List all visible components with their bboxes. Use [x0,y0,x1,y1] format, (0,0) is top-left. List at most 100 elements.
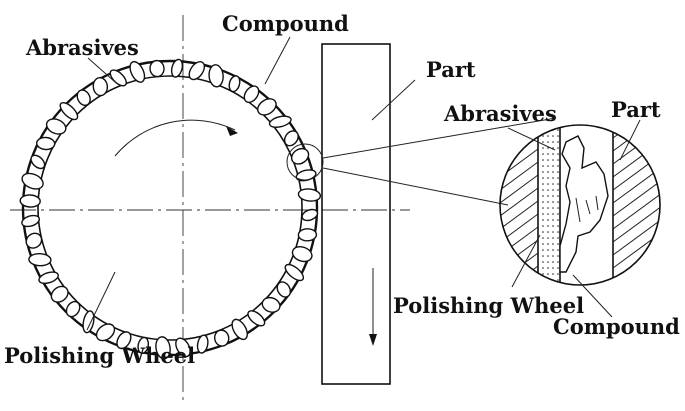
part [321,43,391,385]
abrasive-grain [30,154,46,170]
compound-dot [547,225,549,227]
hatch-line [500,125,539,152]
hatch-line [612,218,660,256]
abrasive-grain [261,296,281,313]
compound-dot [547,129,549,131]
compound-dot [542,183,544,185]
abrasive-grain [196,334,209,354]
compound-dot [542,177,544,179]
abrasive-grain [50,285,69,303]
compound-dot [542,129,544,131]
abrasive-grain [297,228,318,242]
compound-dot [557,267,559,269]
compound-dot [557,237,559,239]
abrasive-grain [297,188,322,202]
compound-dot [557,165,559,167]
compound-dot [542,135,544,137]
compound-dot [557,255,559,257]
abrasive-grain [65,300,81,318]
compound-dot [557,177,559,179]
hatch-line [500,239,539,269]
compound-dot [547,153,549,155]
abrasive-grain [21,214,41,228]
compound-dot [557,135,559,137]
label-detail-part: Part [611,97,661,122]
abrasive-grain [25,232,43,249]
compound-dot [557,153,559,155]
abrasive-grain [19,194,41,208]
compound-dot [552,189,554,191]
abrasive-grain [149,59,165,78]
compound-dot [547,243,549,245]
compound-dot [552,165,554,167]
compound-dot [547,279,549,281]
compound-dot [547,135,549,137]
abrasive-grain [36,136,56,151]
compound-dot [542,189,544,191]
hatch-line [612,179,660,217]
abrasive-grain [247,310,266,327]
abrasive-grain [95,323,116,342]
leader-lines [86,36,641,331]
compound-dot [557,261,559,263]
compound-dot [547,171,549,173]
hatch-line [500,174,539,204]
rotation-arrow [114,119,238,157]
compound-dot [557,285,559,287]
abrasive-grain [170,58,184,78]
abrasive-grain [208,64,224,88]
hatch-line [612,257,660,285]
compound-dot [542,249,544,251]
compound-dot [547,231,549,233]
compound-dot [542,195,544,197]
hatch-line [500,187,539,217]
labels: Abrasives Compound Part Polishing Wheel … [4,11,680,368]
compound-dot [542,231,544,233]
compound-dot [542,225,544,227]
abrasive-grain [188,61,206,81]
compound-dot [542,141,544,143]
compound-dot [557,225,559,227]
abrasive-grain [276,281,292,298]
compound-dot [542,159,544,161]
compound-dot [552,261,554,263]
compound-dot [542,213,544,215]
compound-dot [547,249,549,251]
center-lines [10,15,410,400]
compound-dot [557,207,559,209]
abrasive-grains [19,58,322,360]
compound-dot [552,135,554,137]
abrasive-grain [284,263,305,282]
abrasive-grain [228,75,241,93]
label-detail-polishing-wheel: Polishing Wheel [393,293,584,318]
compound-dot [547,195,549,197]
hatch-line [500,200,539,230]
compound-dot [557,189,559,191]
compound-dot [557,171,559,173]
abrasive-grain [257,98,277,116]
compound-dot [552,285,554,287]
compound-dot [547,267,549,269]
compound-dot [552,159,554,161]
compound-dot [557,231,559,233]
abrasive-grain [231,318,248,341]
abrasive-grain [129,60,146,83]
hatch-line [612,192,660,230]
compound-dot [547,159,549,161]
compound-dot [542,153,544,155]
abrasive-grain [301,208,319,222]
abrasive-grain [243,85,260,104]
compound-dot [542,237,544,239]
compound-dot [557,243,559,245]
compound-dot [552,201,554,203]
detail-compound-dots [542,129,559,287]
compound-dot [542,207,544,209]
compound-dot [547,285,549,287]
compound-dot [552,231,554,233]
detail-view [499,124,661,287]
compound-dot [547,273,549,275]
compound-dot [552,207,554,209]
compound-dot [542,255,544,257]
compound-dot [547,165,549,167]
